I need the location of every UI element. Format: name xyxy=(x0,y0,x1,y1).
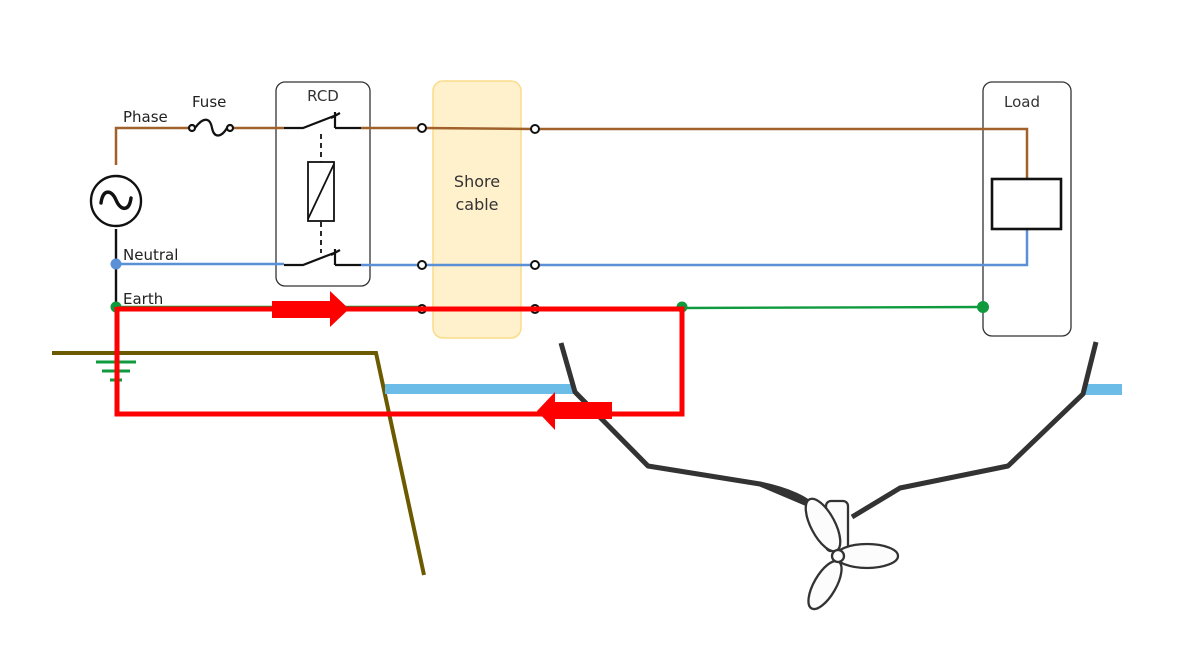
fuse-label: Fuse xyxy=(192,93,226,111)
neutral-label: Neutral xyxy=(123,246,178,264)
quay-ground-line xyxy=(52,351,426,576)
rcd-coil-icon xyxy=(307,161,335,222)
shore-cable-label-line2: cable xyxy=(455,195,498,214)
earth-junction-load xyxy=(977,301,989,313)
load-element-icon xyxy=(990,177,1063,231)
propeller-icon xyxy=(804,497,900,611)
load-label: Load xyxy=(1004,93,1040,111)
rcd-box xyxy=(275,81,371,287)
phase-wire xyxy=(114,126,1029,180)
boat-hull xyxy=(558,342,813,509)
earth-label: Earth xyxy=(123,290,163,308)
load-box xyxy=(982,81,1072,337)
boat-hull-right xyxy=(850,341,1099,520)
shore-cable-label-line1: Shore xyxy=(454,172,500,191)
rcd-neutral-switch-icon xyxy=(284,249,361,267)
ac-source-icon xyxy=(89,174,143,228)
neutral-wire xyxy=(116,229,1029,267)
fault-arrow-left-icon xyxy=(537,392,612,430)
water-surface xyxy=(385,384,1122,395)
phase-label: Phase xyxy=(123,108,168,126)
shore-cable-box xyxy=(432,80,522,339)
rcd-phase-switch-icon xyxy=(284,112,361,130)
fault-arrow-right-icon xyxy=(272,291,349,327)
rcd-label: RCD xyxy=(307,87,339,105)
fuse-icon xyxy=(187,118,235,137)
neutral-junction xyxy=(110,258,122,270)
fault-current-loop xyxy=(114,306,685,417)
